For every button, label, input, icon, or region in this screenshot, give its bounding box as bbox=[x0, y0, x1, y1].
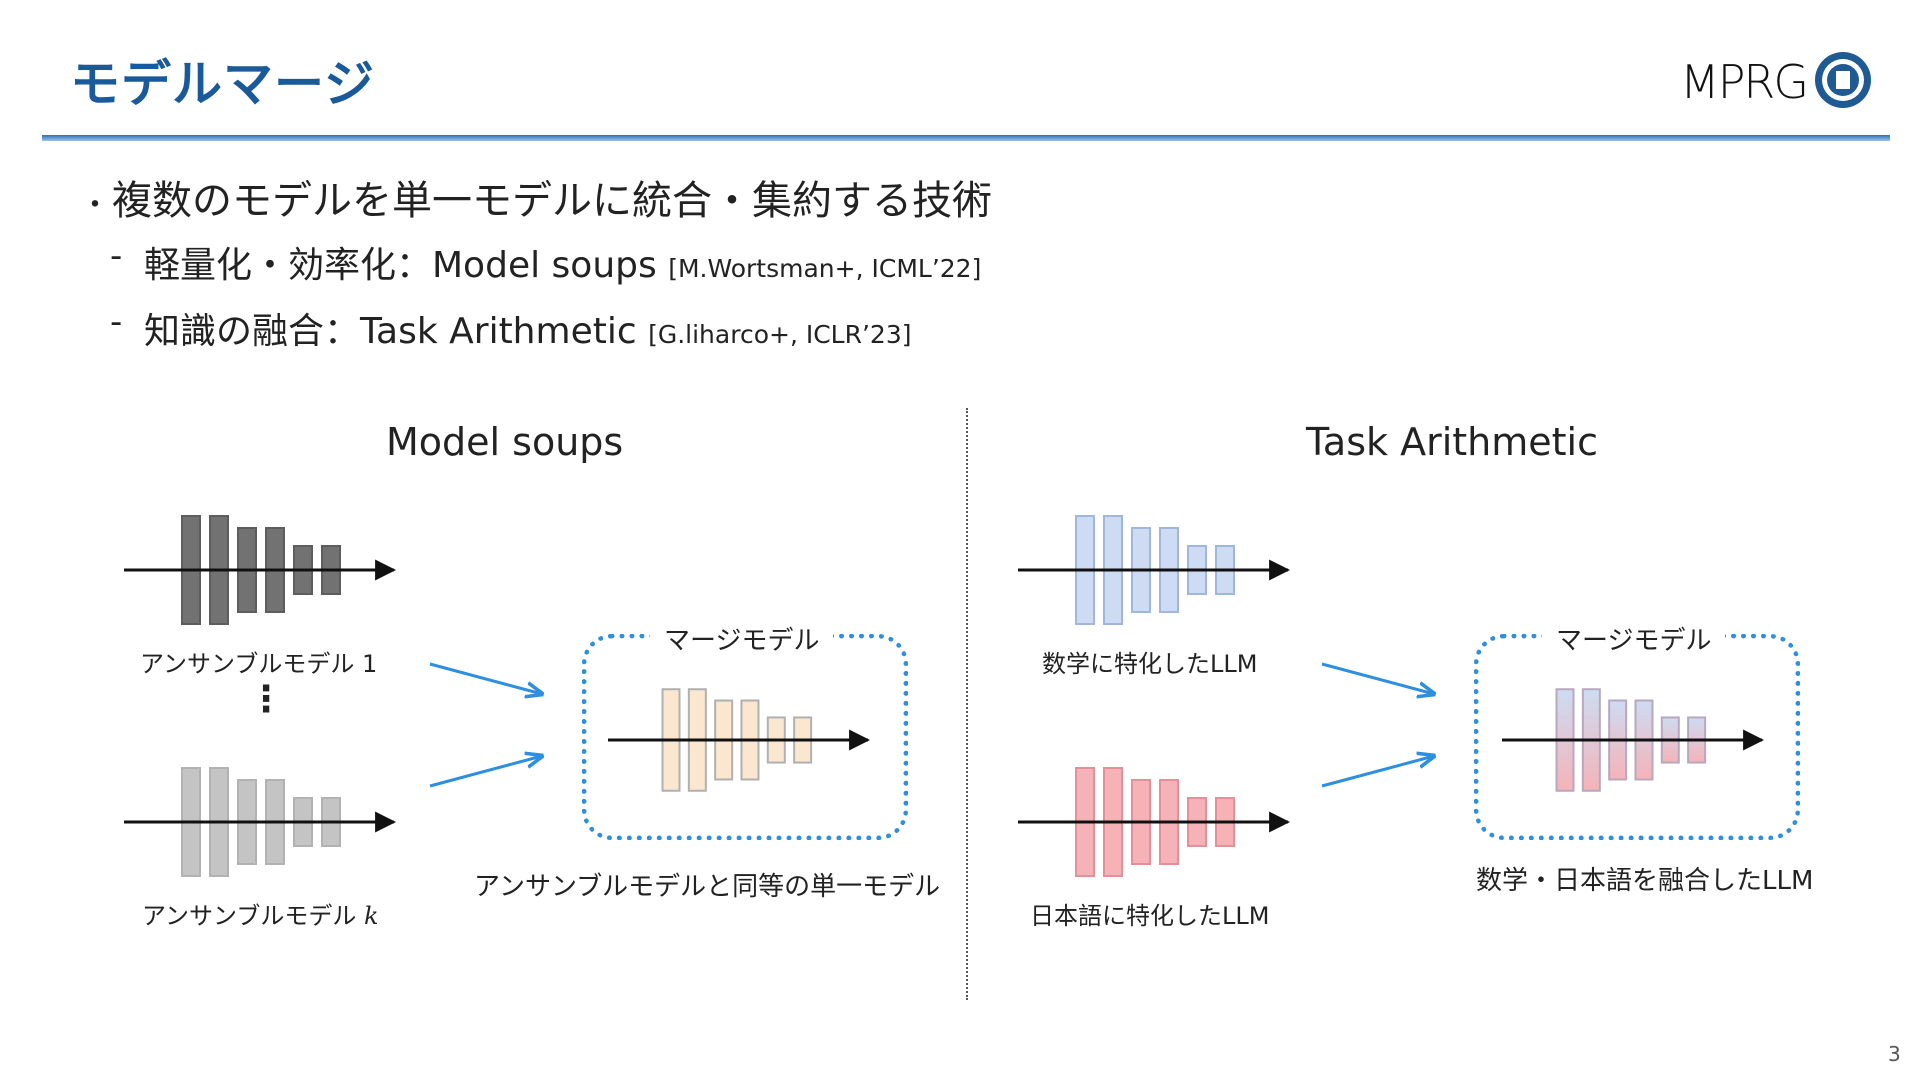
merge-arrow-upper-right bbox=[1321, 662, 1434, 694]
merge-label-right: マージモデル bbox=[1542, 620, 1726, 657]
vertical-ellipsis: ⋮ bbox=[248, 679, 284, 720]
sub-bullet-text: 知識の融合：Task Arithmetic bbox=[144, 311, 637, 352]
bullet-marker: ・ bbox=[80, 188, 110, 223]
merged-soup-network bbox=[608, 688, 871, 792]
citation: [M.Wortsman+, ICML’22] bbox=[668, 254, 982, 283]
merge-arrow-lower-left bbox=[429, 756, 542, 788]
merge-arrow-upper-left bbox=[429, 662, 542, 694]
slide-title: モデルマージ bbox=[70, 55, 375, 113]
bullet-main-text: 複数のモデルを単一モデルに統合・集約する技術 bbox=[112, 178, 992, 224]
svg-text:MPRG: MPRG bbox=[1680, 55, 1807, 109]
panel-divider bbox=[966, 408, 968, 1000]
page-number: 3 bbox=[1888, 1042, 1901, 1066]
fused-llm-network bbox=[1502, 688, 1765, 792]
right-panel-title: Task Arithmetic bbox=[1306, 420, 1598, 464]
sub-bullet-model-soups: 軽量化・効率化：Model soups [M.Wortsman+, ICML’2… bbox=[144, 236, 981, 288]
title-underline bbox=[42, 135, 1890, 141]
sub-bullet-dash: - bbox=[110, 236, 123, 276]
citation: [G.liharco+, ICLR’23] bbox=[648, 320, 912, 349]
ensemble-1-label: アンサンブルモデル 1 bbox=[140, 650, 378, 678]
japanese-llm-label: 日本語に特化したLLM bbox=[1030, 902, 1270, 930]
merge-box-right bbox=[1474, 634, 1800, 840]
math-llm-label: 数学に特化したLLM bbox=[1042, 650, 1258, 678]
merge-arrow-lower-right bbox=[1321, 756, 1434, 788]
math-llm-network bbox=[1018, 515, 1291, 625]
japanese-llm-network bbox=[1018, 767, 1291, 877]
merge-caption-left: アンサンブルモデルと同等の単一モデル bbox=[474, 872, 941, 902]
sub-bullet-text: 軽量化・効率化：Model soups bbox=[144, 245, 657, 286]
ensemble-model-k-network bbox=[124, 767, 397, 877]
left-panel-title: Model soups bbox=[386, 420, 624, 464]
ensemble-k-label: アンサンブルモデル k bbox=[142, 902, 379, 930]
merge-caption-right: 数学・日本語を融合したLLM bbox=[1476, 866, 1814, 896]
merge-label-left: マージモデル bbox=[650, 620, 834, 657]
sub-bullet-dash: - bbox=[110, 302, 123, 342]
merge-box-left bbox=[582, 634, 908, 840]
sub-bullet-task-arithmetic: 知識の融合：Task Arithmetic [G.liharco+, ICLR’… bbox=[144, 302, 911, 354]
ensemble-model-1-network bbox=[124, 515, 397, 625]
mprg-logo: MPRG bbox=[1680, 48, 1880, 116]
